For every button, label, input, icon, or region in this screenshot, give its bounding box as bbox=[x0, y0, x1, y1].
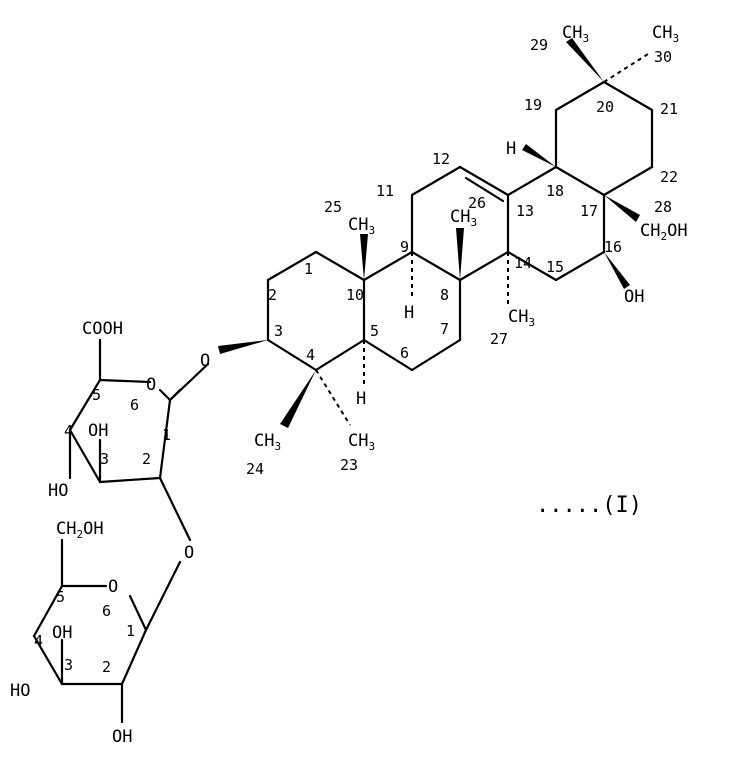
sugar-1-number-5: 5 bbox=[92, 386, 101, 404]
number-1: 1 bbox=[304, 260, 313, 278]
number-14: 14 bbox=[514, 254, 532, 272]
number-13: 13 bbox=[516, 202, 534, 220]
sugar-2-number-3: 3 bbox=[64, 656, 73, 674]
sugar-2-c3-hydroxyl-label: HO bbox=[10, 681, 30, 701]
ring-c-bonds bbox=[410, 165, 510, 282]
hydrogen-5-label: H bbox=[356, 389, 366, 409]
sugar-1-bonds bbox=[68, 338, 210, 542]
sugar-2-bonds bbox=[32, 538, 182, 724]
number-15: 15 bbox=[546, 258, 564, 276]
sugar-1-ring-oxygen-label: O bbox=[146, 375, 156, 395]
sugar-1-number-2: 2 bbox=[142, 450, 151, 468]
substituent-bonds bbox=[218, 38, 649, 428]
number-6: 6 bbox=[400, 344, 409, 362]
sugar-2-ring-oxygen-label: O bbox=[108, 577, 118, 597]
sugar-1-number-1: 1 bbox=[162, 426, 171, 444]
carboxyl-label: COOH bbox=[82, 319, 123, 339]
hydrogen-18-label: H bbox=[506, 139, 516, 159]
hydroxyl-16-label: OH bbox=[624, 287, 644, 307]
number-5: 5 bbox=[370, 322, 379, 340]
methyl-26-label: CH3 bbox=[450, 207, 477, 229]
number-27: 27 bbox=[490, 330, 508, 348]
atom-labels: CH3 CH3 CH3 CH3 CH3 CH3 CH3 CH2OH OH H H… bbox=[10, 23, 688, 747]
number-28: 28 bbox=[654, 198, 672, 216]
ring-b-bonds bbox=[362, 250, 462, 372]
hydrogen-9-label: H bbox=[404, 303, 414, 323]
number-19: 19 bbox=[524, 96, 542, 114]
compound-number-label: .....(I) bbox=[536, 493, 642, 518]
carbon-numbers: 29 30 19 20 21 22 12 18 11 26 25 13 17 2… bbox=[246, 36, 678, 478]
sugar-2-number-5: 5 bbox=[56, 588, 65, 606]
sugar-numbers: 5 6 1 4 3 2 5 6 1 4 3 2 bbox=[34, 386, 171, 676]
ring-a-bonds bbox=[266, 250, 366, 372]
sugar-2-number-4: 4 bbox=[34, 632, 43, 650]
sugar-2-hydroxymethyl-label: CH2OH bbox=[56, 519, 104, 541]
number-23: 23 bbox=[340, 456, 358, 474]
number-12: 12 bbox=[432, 150, 450, 168]
methyl-27-label: CH3 bbox=[508, 307, 535, 329]
sugar-1-number-6: 6 bbox=[130, 396, 139, 414]
sugar-2-c2-hydroxyl-label: OH bbox=[112, 727, 132, 747]
number-17: 17 bbox=[580, 202, 598, 220]
ether-oxygen-2-label: O bbox=[184, 543, 194, 563]
number-10: 10 bbox=[346, 286, 364, 304]
ring-e-bonds bbox=[554, 80, 654, 197]
number-26: 26 bbox=[468, 194, 486, 212]
number-21: 21 bbox=[660, 100, 678, 118]
number-25: 25 bbox=[324, 198, 342, 216]
number-9: 9 bbox=[400, 238, 409, 256]
methyl-25-label: CH3 bbox=[348, 215, 375, 237]
sugar-1-number-4: 4 bbox=[64, 422, 73, 440]
methyl-30-label: CH3 bbox=[652, 23, 679, 45]
sugar-1-c3-hydroxyl-label: HO bbox=[48, 481, 68, 501]
sugar-1-number-3: 3 bbox=[100, 450, 109, 468]
number-22: 22 bbox=[660, 168, 678, 186]
number-8: 8 bbox=[440, 286, 449, 304]
number-16: 16 bbox=[604, 238, 622, 256]
sugar-1-c4-hydroxyl-label: OH bbox=[88, 421, 108, 441]
sugar-2-c4-hydroxyl-label: OH bbox=[52, 623, 72, 643]
methyl-24-label: CH3 bbox=[254, 431, 281, 453]
number-3: 3 bbox=[274, 322, 283, 340]
number-18: 18 bbox=[546, 182, 564, 200]
ring-d-bonds bbox=[506, 165, 606, 282]
methyl-23-label: CH3 bbox=[348, 431, 375, 453]
ether-oxygen-1-label: O bbox=[200, 351, 210, 371]
number-7: 7 bbox=[440, 320, 449, 338]
number-29: 29 bbox=[530, 36, 548, 54]
number-30: 30 bbox=[654, 48, 672, 66]
number-2: 2 bbox=[268, 286, 277, 304]
number-4: 4 bbox=[306, 346, 315, 364]
sugar-2-number-2: 2 bbox=[102, 658, 111, 676]
number-20: 20 bbox=[596, 98, 614, 116]
methyl-29-label: CH3 bbox=[562, 23, 589, 45]
sugar-2-number-6: 6 bbox=[102, 602, 111, 620]
sugar-2-number-1: 1 bbox=[126, 622, 135, 640]
number-24: 24 bbox=[246, 460, 264, 478]
hydroxymethyl-28-label: CH2OH bbox=[640, 221, 688, 243]
number-11: 11 bbox=[376, 182, 394, 200]
